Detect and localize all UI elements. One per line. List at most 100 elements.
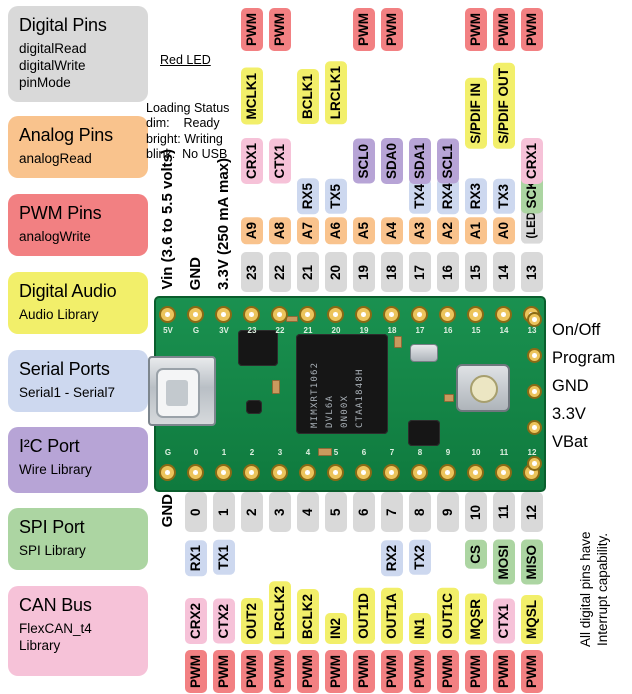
top-pad-11 (467, 306, 484, 323)
pin-7-rx2: RX2 (381, 540, 403, 577)
pin-12-mqsl: MQSL (521, 595, 543, 644)
pin-5-5: 5 (325, 492, 347, 532)
pin-15-pwm: PWM (465, 8, 487, 51)
pin-15-15: 15 (465, 252, 487, 292)
silk-13: 13 (527, 326, 537, 335)
pin-16-scl1: SCL1 (437, 139, 459, 184)
silk-21: 21 (303, 326, 313, 335)
silk-1: 1 (221, 448, 227, 457)
pin-3-3: 3 (269, 492, 291, 532)
chip-markings-line: DVL6A (325, 394, 335, 428)
silk-23: 23 (247, 326, 257, 335)
pin-15-spdifin: S/PDIF IN (465, 78, 487, 149)
pin-10-10: 10 (465, 492, 487, 532)
pin-GND-gnd: GND (159, 494, 176, 528)
pin-8-in1: IN1 (409, 612, 431, 644)
legend-spi-port-lines: SPI Library (19, 542, 137, 559)
top-pad-5 (299, 306, 316, 323)
bottom-pad-0 (159, 464, 176, 481)
pin-3-pwm: PWM (269, 650, 291, 693)
pin-0-0: 0 (185, 492, 207, 532)
pin-9-pwm: PWM (437, 650, 459, 693)
pin-8-tx2: TX2 (409, 540, 431, 575)
pin-1-tx1: TX1 (213, 540, 235, 575)
pin-15-rx3: RX3 (465, 177, 487, 214)
pin-17-17: 17 (409, 252, 431, 292)
pin-4-4: 4 (297, 492, 319, 532)
legend-digital-audio-title: Digital Audio (19, 281, 117, 301)
top-pad-1 (187, 306, 204, 323)
end-pads-labels-line: Program (552, 349, 616, 367)
pin-13-13: 13 (521, 252, 543, 292)
small-ic (246, 400, 262, 414)
pin-10-cs: CS (465, 540, 487, 569)
legend-i2c-port-lines-line: Wire Library (19, 462, 92, 477)
pin-Vin-vin3.6to5.5volts: Vin (3.6 to 5.5 volts) (159, 149, 176, 290)
pin-19-scl0: SCL0 (353, 139, 375, 184)
end-pad-2 (527, 384, 542, 399)
pin-6-pwm: PWM (353, 650, 375, 693)
legend-i2c-port-title: I²C Port (19, 436, 80, 456)
legend-i2c-port: I²C Port Wire Library (8, 427, 148, 493)
pin-20-a6: A6 (325, 216, 347, 244)
pin-23-a9: A9 (241, 216, 263, 244)
pin-19-19: 19 (353, 252, 375, 292)
usb-connector (148, 356, 216, 426)
pin-10-mqsr: MQSR (465, 593, 487, 644)
bottom-pad-8 (383, 464, 400, 481)
legend-serial-ports-lines-line: Serial1 - Serial7 (19, 385, 116, 400)
pin-6-6: 6 (353, 492, 375, 532)
aux-ic (408, 420, 440, 446)
legend-pwm-pins-lines: analogWrite (19, 228, 137, 245)
passive-component (318, 448, 332, 456)
legend-serial-ports-title: Serial Ports (19, 359, 110, 379)
pin-5-pwm: PWM (325, 650, 347, 693)
bottom-pad-4 (271, 464, 288, 481)
pin-9-out1c: OUT1C (437, 588, 459, 644)
pin-14-14: 14 (493, 252, 515, 292)
pin-12-12: 12 (521, 492, 543, 532)
led-note-title: Red LED (160, 53, 211, 67)
top-pad-0 (159, 306, 176, 323)
pin-22-ctx1: CTX1 (269, 139, 291, 184)
pin-6-out1d: OUT1D (353, 588, 375, 644)
silk-9: 9 (445, 448, 451, 457)
passive-component (444, 394, 454, 402)
legend-i2c-port-lines: Wire Library (19, 461, 137, 478)
top-pad-7 (355, 306, 372, 323)
legend-digital-audio: Digital Audio Audio Library (8, 272, 148, 334)
pin-15-a1: A1 (465, 216, 487, 244)
pin-10-pwm: PWM (465, 650, 487, 693)
silk-15: 15 (471, 326, 481, 335)
silk-16: 16 (443, 326, 453, 335)
pin-8-8: 8 (409, 492, 431, 532)
pin-22-22: 22 (269, 252, 291, 292)
legend-analog-pins-lines-line: analogRead (19, 151, 92, 166)
led-note-lines-line: bright: Writing (146, 131, 223, 146)
pin-20-tx5: TX5 (325, 179, 347, 214)
pin-22-pwm: PWM (269, 8, 291, 51)
silk-5: 5 (333, 448, 339, 457)
passive-component (394, 336, 402, 348)
top-pad-8 (383, 306, 400, 323)
pin-18-a4: A4 (381, 216, 403, 244)
pin-23-crx1: CRX1 (241, 137, 263, 184)
chip-markings-line: CTAA1848H (355, 368, 365, 428)
silk-18: 18 (387, 326, 397, 335)
silk-7: 7 (389, 448, 395, 457)
interrupt-note: All digital pins have Interrupt capabili… (578, 531, 610, 647)
silk-14: 14 (499, 326, 509, 335)
pin-19-pwm: PWM (353, 8, 375, 51)
silk-3: 3 (277, 448, 283, 457)
pin-18-pwm: PWM (381, 8, 403, 51)
silk-3V: 3V (219, 326, 229, 335)
silk-2: 2 (249, 448, 255, 457)
pin-2-out2: OUT2 (241, 597, 263, 644)
pin-21-a7: A7 (297, 216, 319, 244)
